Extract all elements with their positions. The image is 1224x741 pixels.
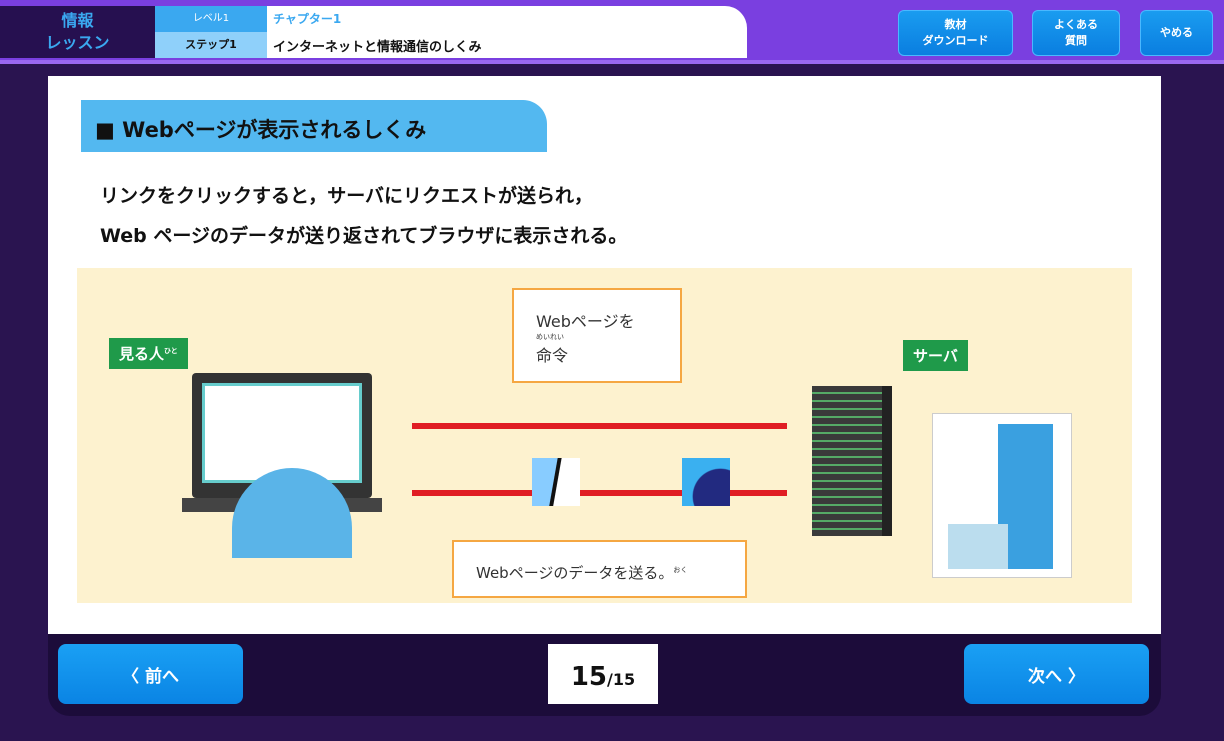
faq-line1: よくある — [1054, 18, 1098, 31]
viewer-label: 見る人 — [119, 345, 165, 363]
data-fragment-image — [682, 458, 730, 506]
page-indicator: 15/15 — [548, 644, 658, 704]
description-line2: Web ページのデータが送り返されてブラウザに表示される。 — [100, 225, 628, 247]
faq-button[interactable]: よくある質問 — [1032, 10, 1120, 56]
lesson-title: インターネットと情報通信のしくみ — [273, 40, 482, 55]
faq-line2: 質問 — [1065, 34, 1087, 47]
app-logo: 情報レッスン — [0, 6, 155, 58]
request-line1: Webページを — [536, 312, 635, 331]
logo-line2: レッスン — [45, 33, 110, 52]
webpage-preview-image — [932, 413, 1072, 578]
description-line1: リンクをクリックすると，サーバにリクエストが送られ， — [100, 185, 594, 207]
data-fragment-image — [532, 458, 580, 506]
lesson-content: ■ Webページが表示されるしくみ リンクをクリックすると，サーバにリクエストが… — [48, 76, 1161, 634]
viewer-ruby: ひと — [164, 347, 178, 355]
response-text: Webページのデータを送る。 — [476, 564, 674, 582]
viewer-tag: 見る人ひと — [109, 338, 188, 369]
download-line1: 教材 — [944, 18, 967, 31]
section-heading: ■ Webページが表示されるしくみ — [81, 100, 547, 152]
bottom-navigation: 〈 前へ 15/15 次へ 〉 — [48, 634, 1161, 716]
prev-button[interactable]: 〈 前へ — [58, 644, 243, 704]
person-head-icon — [232, 468, 352, 558]
request-line2: 命令 — [536, 346, 569, 365]
chapter-label: チャプター1 — [273, 12, 342, 26]
current-page: 15 — [570, 662, 608, 692]
request-bubble: Webページを めいれい 命令 — [512, 288, 682, 383]
download-line2: ダウンロード — [922, 34, 989, 47]
server-tag: サーバ — [903, 340, 968, 371]
top-bar: 情報レッスン レベル1 ステップ1 チャプター1 インターネットと情報通信のしく… — [0, 0, 1224, 64]
request-arrow — [412, 423, 787, 429]
description: リンクをクリックすると，サーバにリクエストが送られ， Web ページのデータが送… — [100, 176, 627, 256]
laptop-icon — [182, 373, 382, 558]
response-arrow — [412, 490, 787, 496]
step-label: ステップ1 — [155, 32, 267, 58]
quit-button[interactable]: やめる — [1140, 10, 1213, 56]
server-icon — [812, 386, 892, 536]
response-bubble: Webページのデータを送る。おく — [452, 540, 747, 598]
level-label: レベル1 — [155, 6, 267, 32]
chevron-right-icon: 〉 — [1062, 666, 1085, 687]
next-label: 次へ — [1028, 666, 1063, 687]
request-ruby: めいれい — [536, 333, 564, 341]
logo-line1: 情報 — [61, 11, 94, 30]
chevron-left-icon: 〈 — [122, 666, 145, 687]
next-button[interactable]: 次へ 〉 — [964, 644, 1149, 704]
response-ruby: おく — [673, 566, 688, 574]
download-button[interactable]: 教材ダウンロード — [898, 10, 1013, 56]
prev-label: 前へ — [144, 666, 179, 687]
lesson-title-box: チャプター1 インターネットと情報通信のしくみ — [267, 6, 747, 58]
web-diagram: 見る人ひと サーバ Webページを めいれい 命令 Webページのデータを送る。… — [77, 268, 1132, 603]
total-pages: /15 — [607, 670, 636, 689]
